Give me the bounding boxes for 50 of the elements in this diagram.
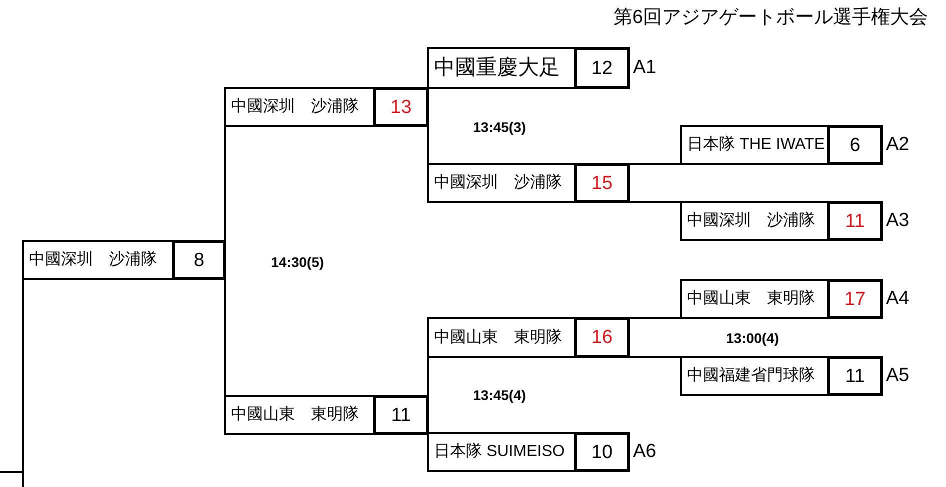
team-name: 中國深圳 沙浦隊 [687, 211, 815, 231]
seed-label: A4 [886, 288, 910, 310]
team-name: 中國重慶大足 [434, 55, 560, 81]
team-name: 中國深圳 沙浦隊 [434, 173, 562, 193]
score-cell: 12 [574, 47, 630, 89]
score-cell: 11 [827, 201, 883, 241]
bracket-line [629, 163, 681, 165]
match-time: 13:45(3) [473, 119, 526, 135]
team-name: 中國山東 東明隊 [434, 328, 562, 348]
bracket-line [629, 356, 681, 358]
match-time: 13:45(4) [473, 387, 526, 403]
seed-label: A6 [633, 441, 656, 463]
score-cell: 8 [172, 240, 226, 280]
score-cell: 10 [574, 432, 630, 472]
team-box [427, 432, 630, 472]
bracket-line [0, 278, 24, 487]
seed-label: A5 [886, 365, 910, 387]
seed-label: A3 [886, 210, 910, 232]
team-box [224, 87, 429, 127]
team-box [224, 395, 429, 435]
title: 第6回アジアゲートボール選手権大会 [613, 7, 928, 29]
team-name: 中國山東 東明隊 [687, 289, 815, 309]
seed-label: A2 [886, 134, 910, 156]
score-cell: 6 [827, 125, 883, 165]
team-name: 中國山東 東明隊 [231, 405, 359, 425]
team-name: 日本隊 SUIMEISO [434, 442, 565, 462]
score-cell: 15 [574, 163, 630, 203]
team-name: 中國深圳 沙浦隊 [231, 97, 359, 117]
team-name: 中國福建省門球隊 [687, 366, 815, 386]
team-box [680, 279, 883, 319]
team-box [680, 356, 883, 396]
team-box [427, 317, 630, 358]
score-cell: 17 [827, 279, 883, 319]
team-box [22, 240, 226, 280]
team-box [680, 125, 883, 165]
match-time: 14:30(5) [271, 254, 324, 270]
seed-label: A1 [633, 57, 656, 79]
team-box [427, 163, 630, 203]
team-box [427, 47, 630, 89]
team-name: 中國深圳 沙浦隊 [29, 250, 157, 270]
team-name: 日本隊 THE IWATE [687, 135, 825, 155]
bracket-line [224, 126, 226, 396]
team-box [680, 201, 883, 241]
bracket-line [629, 317, 681, 319]
score-cell: 16 [574, 317, 630, 358]
score-cell: 13 [373, 87, 429, 127]
match-time: 13:00(4) [726, 330, 779, 346]
bracket-line [629, 201, 681, 203]
score-cell: 11 [827, 356, 883, 396]
score-cell: 11 [373, 395, 429, 435]
